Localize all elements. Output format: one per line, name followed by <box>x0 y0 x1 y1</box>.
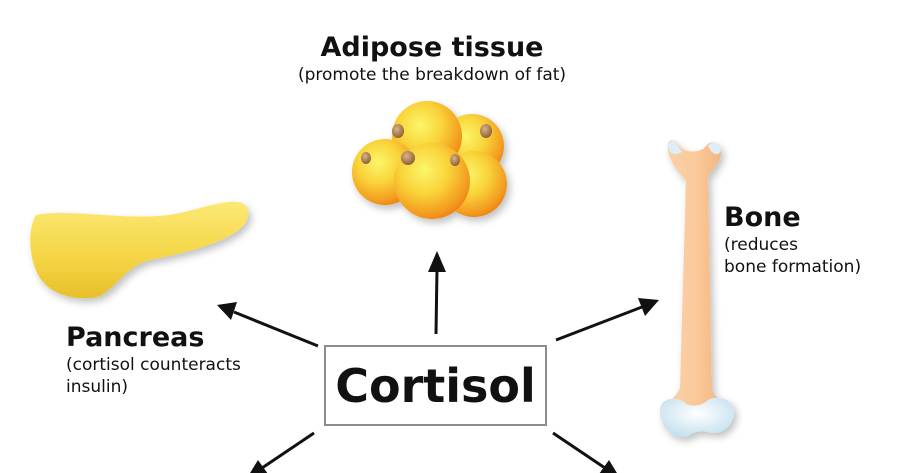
adipose-tissue-label: Adipose tissue (promote the breakdown of… <box>0 32 864 86</box>
arrow-to-bone <box>555 298 659 342</box>
cortisol-label: Cortisol <box>335 358 536 413</box>
arrow-to-pancreas <box>217 302 319 348</box>
cortisol-box: Cortisol <box>324 345 547 426</box>
arrow-to-adipose <box>428 251 446 335</box>
pancreas-label: Pancreas (cortisol counteracts insulin) <box>66 322 286 398</box>
arrow-to-lower-left <box>250 431 315 473</box>
adipose-tissue-title: Adipose tissue <box>320 32 544 63</box>
bone-description-line2: bone formation) <box>724 257 862 277</box>
bone-title: Bone <box>724 202 801 233</box>
arrows <box>217 251 659 473</box>
bone-description-line1: (reduces <box>724 235 798 255</box>
fat-cells-illustration <box>352 101 507 219</box>
pancreas-description-line2: insulin) <box>66 377 128 397</box>
bone-label: Bone (reduces bone formation) <box>724 202 894 278</box>
adipose-tissue-description: (promote the breakdown of fat) <box>297 65 567 85</box>
arrow-to-lower-right <box>552 431 617 473</box>
pancreas-illustration <box>30 201 249 299</box>
bone-illustration <box>660 140 735 437</box>
pancreas-description-line1: (cortisol counteracts <box>66 355 241 375</box>
pancreas-title: Pancreas <box>66 322 205 353</box>
